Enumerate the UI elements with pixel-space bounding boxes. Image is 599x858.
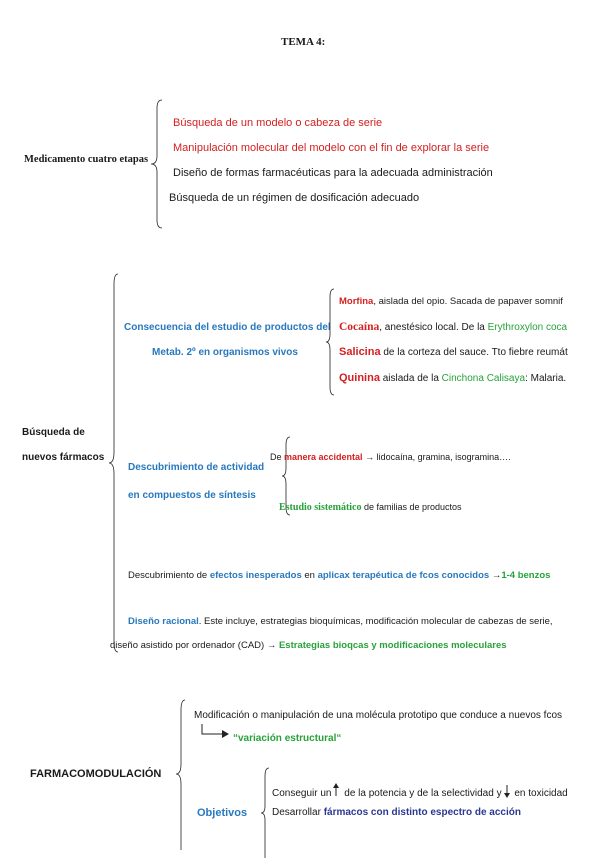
objetivo-1-part-a: Conseguir un	[272, 788, 332, 799]
diseno-cad: diseño asistido por ordenador (CAD) →	[110, 640, 279, 651]
cocaina-text: , anestésico local. De la	[379, 322, 488, 333]
section3-label: FARMACOMODULACIÓN	[30, 768, 162, 780]
natural-products-heading-1: Consecuencia del estudio de productos de…	[124, 322, 331, 333]
stage-4: Búsqueda de un régimen de dosificación a…	[169, 192, 420, 204]
objetivo-1: Conseguir un de la potencia y de la sele…	[272, 783, 568, 799]
brace-objetivos	[260, 767, 270, 858]
accidental-line: De manera accidental → lidocaína, gramin…	[270, 453, 511, 462]
diseno-line-2: diseño asistido por ordenador (CAD) → Es…	[110, 641, 507, 651]
brace-section1	[150, 99, 163, 229]
objetivo-1-part-c: en toxicidad	[511, 788, 568, 799]
morfina-line: Morfina, aislada del opio. Sacada de pap…	[339, 297, 563, 307]
diseno-text: . Este incluye, estrategias bioquímicas,…	[198, 616, 553, 627]
objetivo-1-part-b: de la potencia y de la selectividad y	[341, 788, 502, 799]
natural-products-heading-2: Metab. 2º en organismos vivos	[152, 347, 298, 358]
sistematico-text: de familias de productos	[361, 502, 462, 512]
cocaina-line: Cocaína, anestésico local. De la Erythro…	[339, 321, 568, 334]
objetivo-2: Desarrollar fármacos con distinto espect…	[272, 808, 521, 818]
efectos-part-3: en	[301, 570, 318, 581]
brace-synthesis	[281, 436, 291, 516]
salicina-text: de la corteza del sauce. Tto fiebre reum…	[380, 347, 568, 358]
stage-1: Búsqueda de un modelo o cabeza de serie	[173, 117, 383, 129]
salicina-line: Salicina de la corteza del sauce. Tto fi…	[339, 347, 568, 358]
brace-section2	[108, 273, 119, 653]
variacion-estructural: “variación estructural“	[233, 733, 342, 744]
section2-label-2: nuevos fármacos	[22, 452, 105, 463]
accidental-examples: → lidocaína, gramina, isogramina….	[362, 452, 511, 462]
quinina-plant: Cinchona Calisaya	[441, 373, 526, 384]
modificacion-text: Modificación o manipulación de una moléc…	[194, 710, 563, 721]
accidental-key: manera accidental	[284, 452, 363, 462]
objetivos-label: Objetivos	[197, 807, 248, 819]
diseno-strategies: Estrategias bioqcas y modificaciones mol…	[278, 640, 507, 651]
brace-natural-products	[325, 288, 335, 396]
efectos-arrow: →	[489, 570, 502, 581]
synthesis-heading-2: en compuestos de síntesis	[128, 490, 256, 501]
section1-label: Medicamento cuatro etapas	[24, 154, 149, 165]
diseno-line-1: Diseño racional. Este incluye, estrategi…	[128, 617, 553, 627]
stage-3: Diseño de formas farmacéuticas para la a…	[173, 167, 493, 179]
sistematico-line: Estudio sistemático de familias de produ…	[279, 503, 462, 513]
objetivo-2-part-b: fármacos con distinto espectro de acción	[323, 807, 521, 818]
objetivo-2-part-a: Desarrollar	[272, 807, 324, 818]
corner-arrow-icon	[201, 724, 229, 738]
arrow-up-icon	[331, 783, 341, 799]
cocaina-name: Cocaína	[339, 321, 380, 333]
brace-section3	[175, 699, 186, 850]
cocaina-plant: Erythroxylon coca	[487, 322, 568, 333]
efectos-part-1: Descubrimiento de	[128, 570, 210, 581]
accidental-pre: De	[270, 452, 285, 462]
salicina-name: Salicina	[339, 346, 381, 358]
quinina-tail: : Malaria.	[525, 373, 567, 384]
stage-2: Manipulación molecular del modelo con el…	[173, 142, 490, 154]
quinina-text: aislada de la	[379, 373, 442, 384]
quinina-line: Quinina aislada de la Cinchona Calisaya:…	[339, 373, 566, 384]
efectos-key: efectos inesperados	[209, 570, 302, 581]
sistematico-key: Estudio sistemático	[279, 502, 362, 513]
efectos-application: aplicax terapéutica de fcos conocidos	[317, 570, 490, 581]
section2-label-1: Búsqueda de	[22, 427, 85, 438]
arrow-down-icon	[502, 785, 512, 799]
efectos-benzos: 1-4 benzos	[501, 570, 551, 581]
diseno-key: Diseño racional	[128, 616, 199, 627]
efectos-line: Descubrimiento de efectos inesperados en…	[128, 571, 550, 581]
synthesis-heading-1: Descubrimiento de actividad	[128, 462, 265, 473]
quinina-name: Quinina	[339, 372, 380, 384]
page-title: TEMA 4:	[281, 36, 326, 48]
morfina-name: Morfina	[339, 296, 374, 307]
morfina-text: , aislada del opio. Sacada de papaver so…	[373, 296, 563, 307]
